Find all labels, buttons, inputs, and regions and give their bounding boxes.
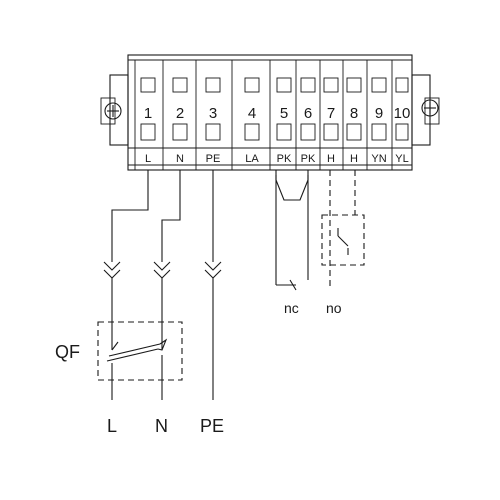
label-pe: PE [200, 416, 224, 436]
terminal-screw-slot [323, 77, 339, 93]
supply-wiring [103, 170, 222, 400]
terminal-screw-slot [244, 77, 260, 93]
terminal-code: LA [245, 153, 259, 165]
terminal-code: L [145, 153, 151, 165]
terminal-number: 7 [327, 105, 335, 122]
no-label: no [326, 300, 342, 316]
breaker-qf: QF [55, 321, 183, 400]
terminal-code: PK [301, 153, 316, 165]
terminal-number: 2 [176, 105, 184, 122]
terminal-code: YL [395, 153, 408, 165]
terminal-number: 1 [144, 105, 152, 122]
terminal-number: 9 [375, 105, 383, 122]
terminal-wire-slot [205, 123, 221, 141]
nc-contact: nc [275, 170, 309, 316]
terminal-wire-slot [395, 123, 409, 141]
terminal-wire-slot [371, 123, 387, 141]
terminal-wire-slot [244, 123, 260, 141]
terminal-screw-slot [346, 77, 362, 93]
nc-label: nc [284, 300, 299, 316]
terminal-code: PK [277, 153, 292, 165]
terminal-code: YN [371, 153, 386, 165]
breaker-label: QF [55, 342, 80, 362]
terminal-number: 4 [248, 105, 256, 122]
terminal-number: 6 [304, 105, 312, 122]
terminal-wire-slot [172, 123, 188, 141]
terminal-screw-slot [371, 77, 387, 93]
terminal-screw-slot [395, 77, 409, 93]
terminal-wire-slot [300, 123, 316, 141]
terminal-number: 5 [280, 105, 288, 122]
terminal-screw-slot [205, 77, 221, 93]
label-n: N [155, 416, 168, 436]
terminal-code: H [350, 153, 358, 165]
terminal-screw-slot [172, 77, 188, 93]
label-l: L [107, 416, 117, 436]
terminal-wire-slot [346, 123, 362, 141]
terminal-number: 10 [394, 105, 411, 122]
right-mount [411, 74, 440, 146]
terminal-screw-slot [140, 77, 156, 93]
terminal-wire-slot [323, 123, 339, 141]
screw-icon [104, 102, 122, 120]
terminal-code: H [327, 153, 335, 165]
terminal-wire-slot [276, 123, 292, 141]
terminal-number: 3 [209, 105, 217, 122]
terminal-code: PE [206, 153, 221, 165]
screw-icon [421, 99, 439, 117]
terminal-wire-slot [140, 123, 156, 141]
terminal-screw-slot [300, 77, 316, 93]
terminal-code: N [176, 153, 184, 165]
no-contact: no [321, 170, 365, 316]
terminal-number: 8 [350, 105, 358, 122]
terminal-screw-slot [276, 77, 292, 93]
